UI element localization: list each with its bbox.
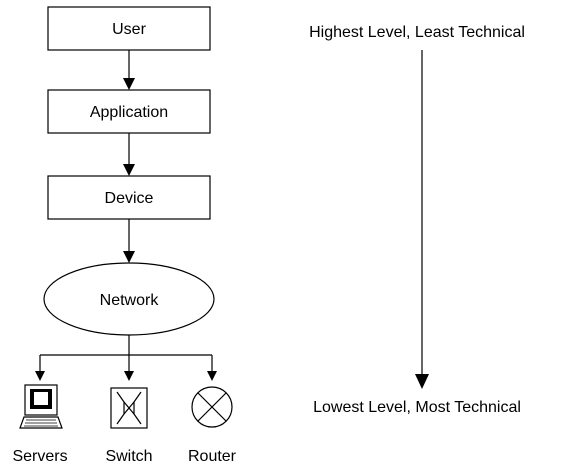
- router-icon: [191, 386, 233, 428]
- device-box: [47, 175, 211, 220]
- device-label: Device: [105, 190, 154, 207]
- device-node: Device: [47, 175, 211, 220]
- servers-label: Servers: [12, 448, 67, 465]
- network-device-connectors: [35, 335, 217, 381]
- arrow-user-to-application: [123, 50, 135, 90]
- arrow-application-to-device: [123, 133, 135, 176]
- user-box: [47, 6, 211, 51]
- arrow-device-to-network: [123, 219, 135, 263]
- application-box: [47, 89, 211, 134]
- application-node: Application: [47, 89, 211, 134]
- network-label: Network: [100, 292, 160, 309]
- highest-level-label: Highest Level, Least Technical: [309, 24, 525, 41]
- server-computer-icon: [19, 384, 63, 429]
- router-label: Router: [188, 448, 237, 465]
- application-label: Application: [90, 104, 168, 121]
- switch-label: Switch: [105, 448, 152, 465]
- network-node: Network: [43, 262, 215, 336]
- switch-icon: [110, 387, 148, 429]
- level-scale-arrow: [415, 50, 429, 389]
- lowest-level-label: Lowest Level, Most Technical: [313, 399, 521, 416]
- user-node: User: [47, 6, 211, 51]
- user-label: User: [112, 21, 146, 38]
